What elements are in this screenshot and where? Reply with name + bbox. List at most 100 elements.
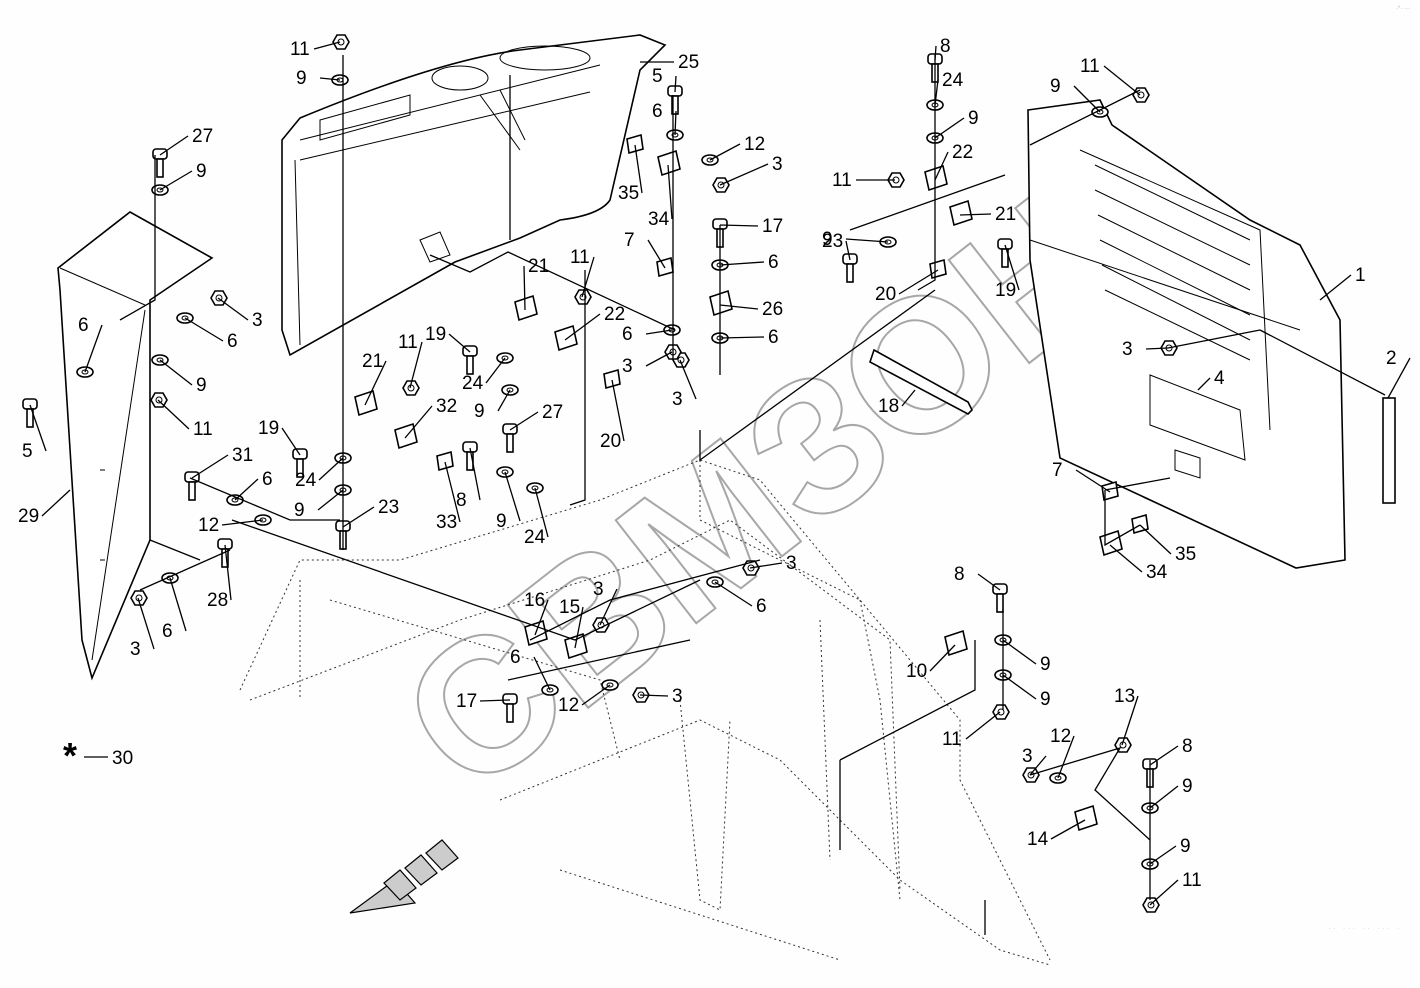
callout-number: 11: [193, 419, 213, 440]
callout-leader: [41, 489, 71, 517]
callout-leader: [1139, 524, 1172, 555]
callout-leader: [959, 213, 992, 216]
callout-number: 9: [196, 161, 207, 182]
bolt-part-icon: [992, 583, 1008, 613]
callout-leader: [719, 261, 765, 266]
callout-leader: [1073, 85, 1101, 113]
callout-number: 18: [878, 396, 899, 417]
right-side-panel: [1027, 99, 1346, 569]
callout-leader: [1109, 544, 1143, 573]
gas-strut: [869, 348, 973, 415]
callout-leader: [509, 411, 539, 431]
callout-number: 9: [1180, 836, 1191, 857]
callout-number: 5: [652, 66, 663, 87]
callout-leader: [581, 256, 595, 298]
callout-number: 9: [1182, 776, 1193, 797]
callout-number: 21: [995, 204, 1016, 225]
callout-leader: [1149, 845, 1177, 865]
callout-leader: [479, 699, 511, 702]
callout-leader: [234, 478, 259, 501]
callout-number: 35: [1175, 544, 1196, 565]
callout-leader: [599, 588, 618, 626]
callout-number: 12: [558, 695, 579, 716]
callout-leader: [611, 379, 625, 442]
callout-leader: [1149, 879, 1179, 906]
callout-leader: [534, 599, 549, 636]
callout-leader: [934, 45, 937, 61]
asterisk-symbol: *: [63, 735, 77, 776]
bracket-part-icon: [709, 289, 733, 317]
callout-leader: [497, 389, 511, 412]
callout-leader: [1075, 469, 1111, 493]
callout-leader: [1145, 347, 1169, 350]
bolt-part-icon: [152, 148, 168, 178]
nut-part-icon: [150, 392, 168, 408]
callout-leader: [645, 351, 673, 367]
callout-number: 20: [875, 284, 896, 305]
callout-leader: [1002, 639, 1037, 665]
callout-leader: [1103, 65, 1141, 96]
hood-top-panel: [281, 34, 667, 357]
callout-leader: [504, 471, 521, 522]
callout-leader: [364, 360, 387, 406]
callout-number: 9: [1050, 76, 1061, 97]
callout-number: 3: [130, 639, 141, 660]
callout-number: 24: [524, 527, 546, 548]
callout-number: 3: [772, 154, 783, 175]
bolt-part-icon: [997, 238, 1013, 268]
clip-part-icon: [929, 258, 947, 280]
nut-part-icon: [1132, 87, 1150, 103]
callout-number: 9: [196, 375, 207, 396]
callout-leader: [485, 357, 506, 384]
callout-leader: [581, 684, 611, 706]
callout-leader: [29, 404, 47, 452]
callout-number: 4: [1214, 368, 1225, 389]
callout-number: 8: [1182, 736, 1193, 757]
bolt-part-icon: [502, 693, 518, 723]
callout-number: 19: [258, 418, 279, 439]
bracket-part-icon: [1099, 529, 1123, 557]
callout-leader: [221, 519, 264, 526]
callout-leader: [667, 164, 673, 220]
callout-number: 6: [768, 327, 779, 348]
nut-part-icon: [332, 34, 350, 50]
callout-number: 6: [78, 315, 89, 336]
callout-number: 11: [832, 170, 852, 191]
callout-number: 34: [648, 209, 670, 230]
callout-leader: [159, 359, 193, 386]
callout-leader: [719, 224, 759, 227]
callout-leader: [159, 170, 193, 191]
callout-leader: [934, 117, 965, 139]
callout-number: 20: [600, 431, 621, 452]
callout-number: 23: [378, 497, 399, 518]
callout-leader: [444, 461, 461, 523]
callout-leader: [281, 427, 301, 456]
callout-number: 7: [1052, 460, 1063, 481]
callout-number: 32: [436, 396, 457, 417]
callout-leader: [845, 240, 851, 261]
callout-number: 6: [756, 596, 767, 617]
callout-number: 24: [462, 373, 484, 394]
callout-leader: [934, 79, 939, 106]
clip-part-icon: [626, 133, 644, 155]
callout-number: 6: [262, 469, 273, 490]
callout-number: 9: [296, 68, 307, 89]
callout-number: 9: [1040, 689, 1051, 710]
callout-leader: [159, 135, 189, 156]
callout-number: 31: [232, 445, 253, 466]
callout-number: 12: [198, 515, 219, 536]
callout-leader: [1029, 755, 1047, 776]
callout-number: 22: [952, 142, 973, 163]
nut-part-icon: [130, 590, 148, 606]
callout-number: 2: [1386, 348, 1397, 369]
callout-number: 11: [290, 39, 310, 60]
bracket-part-icon: [949, 199, 973, 227]
callout-number: 12: [1050, 726, 1071, 747]
callout-leader: [965, 711, 1001, 740]
callout-number: 11: [1080, 56, 1100, 77]
bolt-part-icon: [462, 345, 478, 375]
callout-number: 25: [678, 52, 699, 73]
callout-leader: [679, 359, 697, 400]
callout-number: 27: [542, 402, 563, 423]
callout-leader: [1004, 244, 1020, 291]
